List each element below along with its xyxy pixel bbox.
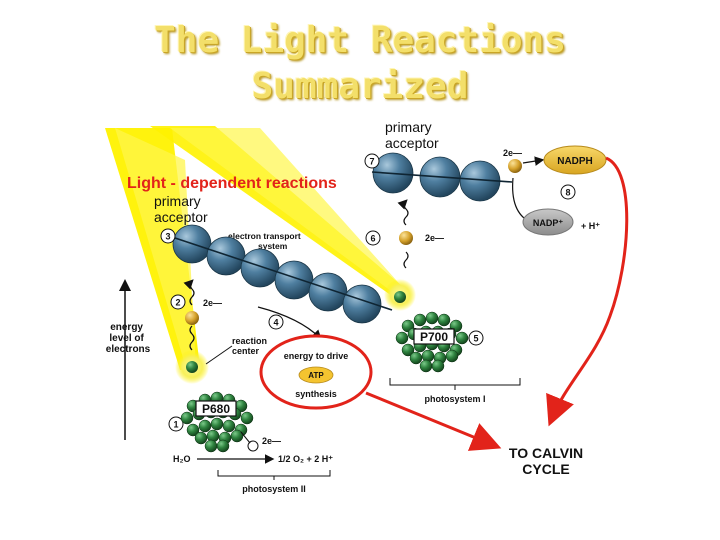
light-beams <box>105 126 405 370</box>
upper-chain-line <box>371 171 513 183</box>
transport-molecule-6 <box>342 284 382 324</box>
p680-chlorophyll-15 <box>222 419 236 433</box>
energy-level-label: energy level of electrons <box>106 322 151 355</box>
electron-dot-6 <box>399 231 413 245</box>
photosystem-i-label: photosystem I <box>424 394 485 404</box>
p680-chlorophyll-21 <box>204 439 218 453</box>
calvin-label-line2: CYCLE <box>522 461 569 477</box>
p700-chlorophyll-11 <box>455 331 469 345</box>
p680-label: P680 <box>202 402 230 416</box>
transport-molecule-5 <box>308 272 348 312</box>
step-circle-2 <box>170 294 186 310</box>
p680-label-box <box>195 400 237 417</box>
light-beam-3 <box>150 126 402 296</box>
transport-molecule-4 <box>274 260 314 300</box>
wavy-path-2 <box>189 325 195 351</box>
transport-molecule-2 <box>206 236 246 276</box>
step-circle-5 <box>468 330 484 346</box>
electron-transport-label: electron transport system <box>228 231 303 251</box>
synthesis-label: synthesis <box>295 389 337 399</box>
p680-chlorophyll-22 <box>216 439 230 453</box>
p680-chlorophyll-6 <box>180 411 194 425</box>
step-number-3: 3 <box>165 232 170 242</box>
oxygen-label: 1/2 O₂ + 2 H⁺ <box>278 454 333 464</box>
atp-label: ATP <box>308 371 324 380</box>
h2o-label: H₂O <box>173 454 191 464</box>
transport-chain-line <box>171 236 393 311</box>
photosystem-ii-label: photosystem II <box>242 484 306 494</box>
step-number-4: 4 <box>273 318 278 328</box>
step-circle-1 <box>168 416 184 432</box>
p700-chlorophyll-12 <box>401 343 415 357</box>
p700-reaction-center-molecule <box>394 291 406 303</box>
p680-chlorophyll-14 <box>210 417 224 431</box>
nadph-label: NADPH <box>557 156 593 167</box>
water-split-circle <box>247 440 259 452</box>
step-number-5: 5 <box>473 334 478 344</box>
p700-chlorophyll-20 <box>445 349 459 363</box>
atp-to-calvin-arrow <box>365 391 502 451</box>
primary-acceptor-label: primary acceptor <box>154 193 208 225</box>
calvin-label-line1: TO CALVIN <box>509 445 583 461</box>
wavy-arrow-6 <box>397 199 409 226</box>
wavy-path-6 <box>403 251 409 269</box>
electron-dot-7 <box>508 159 522 173</box>
two-e-label-1: 2e— <box>262 436 281 446</box>
step-number-6: 6 <box>370 234 375 244</box>
p700-chlorophyll-17 <box>409 351 423 365</box>
step-number-8: 8 <box>565 188 570 198</box>
page-title-line2: Summarized <box>251 66 469 107</box>
light-beam-4 <box>170 128 405 294</box>
reaction-center-pointer <box>205 345 233 365</box>
two-e-label-6: 2e— <box>425 233 444 243</box>
p700-chlorophyll-6 <box>395 331 409 345</box>
page-title-line1: The Light Reactions <box>154 20 566 61</box>
step-number-7: 7 <box>369 157 374 167</box>
transport-molecule-3 <box>240 248 280 288</box>
p700-chlorophyll-3 <box>425 311 439 325</box>
two-e-label-7: 2e— <box>503 148 522 158</box>
step-circle-4 <box>268 314 284 330</box>
step-circle-3 <box>160 228 176 244</box>
nadp-label: NADP⁺ <box>533 218 564 228</box>
p700-label: P700 <box>420 330 448 344</box>
two-e-label-2: 2e— <box>203 298 222 308</box>
reaction-center-label: reaction center <box>232 336 270 356</box>
plus-h-label: + H⁺ <box>581 221 600 231</box>
energy-to-drive-label: energy to drive <box>284 351 349 361</box>
p700-chlorophyll-2 <box>413 313 427 327</box>
p680-chlorophyll-13 <box>198 419 212 433</box>
p700-chlorophyll-4 <box>437 313 451 327</box>
photosystem-ii-bracket <box>217 470 331 477</box>
step-circle-8 <box>560 184 576 200</box>
p680-chlorophyll-cluster <box>180 391 254 453</box>
step4-arrow <box>257 306 322 340</box>
p680-reaction-center-molecule <box>186 361 198 373</box>
p680-chlorophyll-17 <box>194 431 208 445</box>
p680-chlorophyll-11 <box>240 411 254 425</box>
p700-chlorophyll-22 <box>431 359 445 373</box>
nadph-ellipse <box>543 145 607 175</box>
photosystem-i-bracket <box>389 378 521 386</box>
p680-chlorophyll-20 <box>230 429 244 443</box>
step-circle-6 <box>365 230 381 246</box>
electron-dot-2 <box>185 311 199 325</box>
wavy-arrow-2 <box>183 279 195 306</box>
nadp-ellipse <box>522 208 574 236</box>
step-numbers: 1 2 3 4 5 6 7 8 <box>160 153 576 432</box>
p700-label-box <box>413 328 455 345</box>
arrow-to-nadph <box>522 156 545 166</box>
nadph-to-calvin-arrow <box>546 156 629 427</box>
step-number-1: 1 <box>173 420 178 430</box>
p680-chlorophyll-12 <box>186 423 200 437</box>
light-dependent-label: Light - dependent reactions <box>127 175 337 192</box>
p700-chlorophyll-21 <box>419 359 433 373</box>
step-circle-7 <box>364 153 380 169</box>
primary-acceptor-label-top: primary acceptor <box>385 119 439 151</box>
step-number-2: 2 <box>175 298 180 308</box>
atp-ellipse <box>298 366 334 384</box>
